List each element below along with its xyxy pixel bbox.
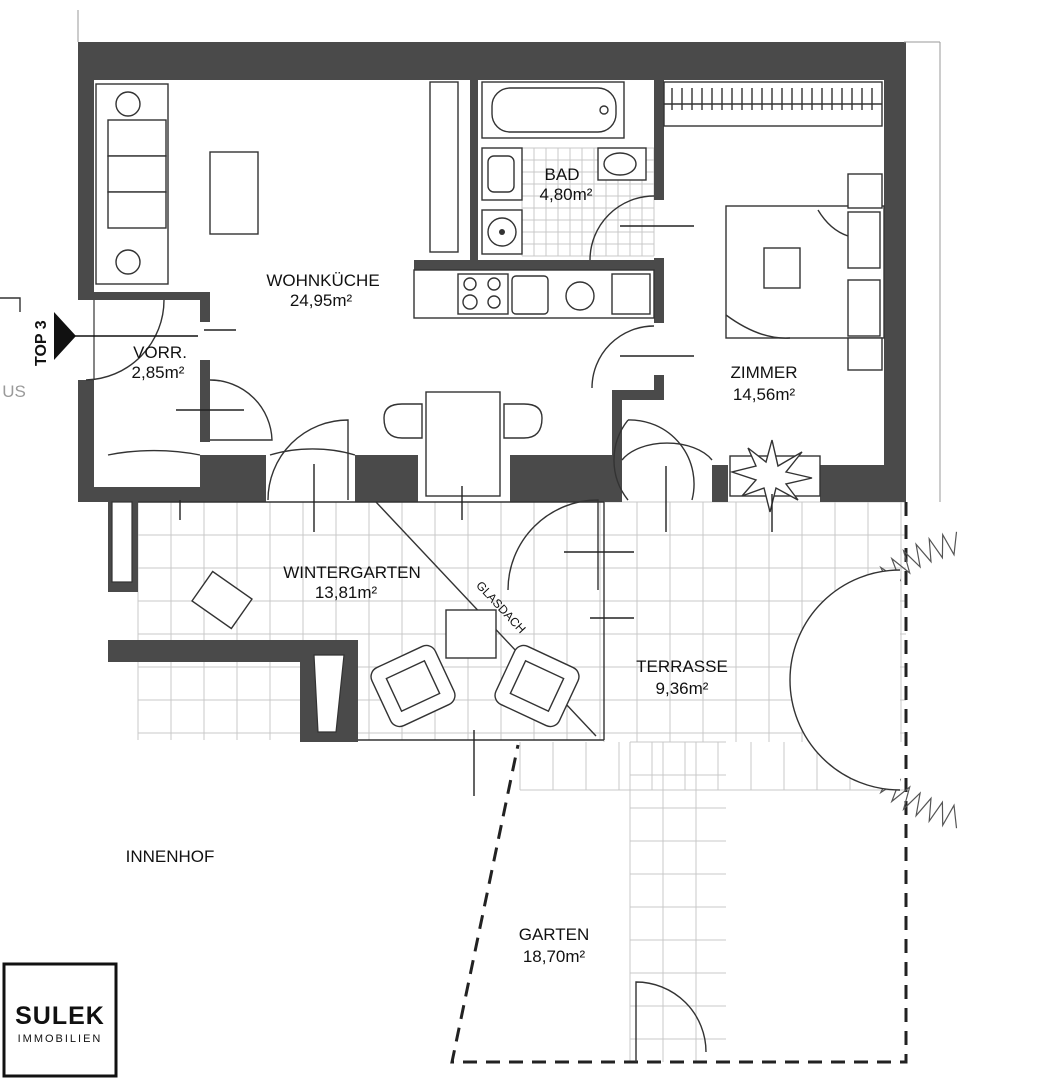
garden-path-tiles (629, 741, 726, 1062)
wardrobe (663, 81, 883, 127)
washing-machine (481, 209, 523, 255)
kitchen-counter (413, 269, 655, 319)
room-area-wintergarten: 13,81m² (315, 583, 378, 602)
logo-name: SULEK (15, 1002, 105, 1030)
wintergarden-side-table (445, 609, 497, 659)
section-marks (176, 225, 773, 796)
room-name-garten: GARTEN (519, 925, 590, 944)
dining-table (383, 391, 543, 497)
wintergarden-chair-small (191, 570, 253, 630)
room-name-wohnkueche: WOHNKÜCHE (266, 271, 379, 290)
armchair-left (370, 644, 456, 728)
logo-subtitle: IMMOBILIEN (18, 1033, 103, 1045)
toilet (597, 147, 647, 181)
room-name-wintergarten: WINTERGARTEN (283, 563, 421, 582)
room-name-bad: BAD (545, 165, 580, 184)
innenhof-label: INNENHOF (126, 847, 215, 866)
room-area-vorr: 2,85m² (132, 363, 185, 382)
room-name-terrasse: TERRASSE (636, 657, 728, 676)
room-area-bad: 4,80m² (540, 185, 593, 204)
room-area-wohnkueche: 24,95m² (290, 291, 353, 310)
bed (725, 173, 885, 371)
wall-outlines (77, 10, 941, 733)
coffee-table (209, 151, 259, 235)
bathroom-sink (481, 147, 523, 201)
room-name-zimmer: ZIMMER (730, 363, 797, 382)
doors (85, 195, 713, 1062)
room-area-terrasse: 9,36m² (656, 679, 709, 698)
us-label: US (2, 382, 26, 401)
bathroom-door-frame (429, 81, 459, 253)
tree-trunk-arc (789, 569, 901, 791)
sofa (95, 83, 169, 285)
room-area-garten: 18,70m² (523, 947, 586, 966)
plant-icon (729, 439, 821, 513)
garden-boundary (450, 502, 908, 1064)
walls (78, 42, 906, 742)
bathroom-tiles (521, 147, 655, 257)
sulek-logo: SULEK IMMOBILIEN (2, 962, 118, 1078)
room-labels: WOHNKÜCHE 24,95m² BAD 4,80m² ZIMMER 14,5… (2, 165, 797, 966)
top-label: TOP 3 (33, 320, 50, 366)
room-area-zimmer: 14,56m² (733, 385, 796, 404)
bathtub (481, 81, 625, 139)
entrance-marker: TOP 3 (0, 297, 198, 366)
room-name-vorr: VORR. (133, 343, 187, 362)
armchair-right (494, 644, 580, 728)
